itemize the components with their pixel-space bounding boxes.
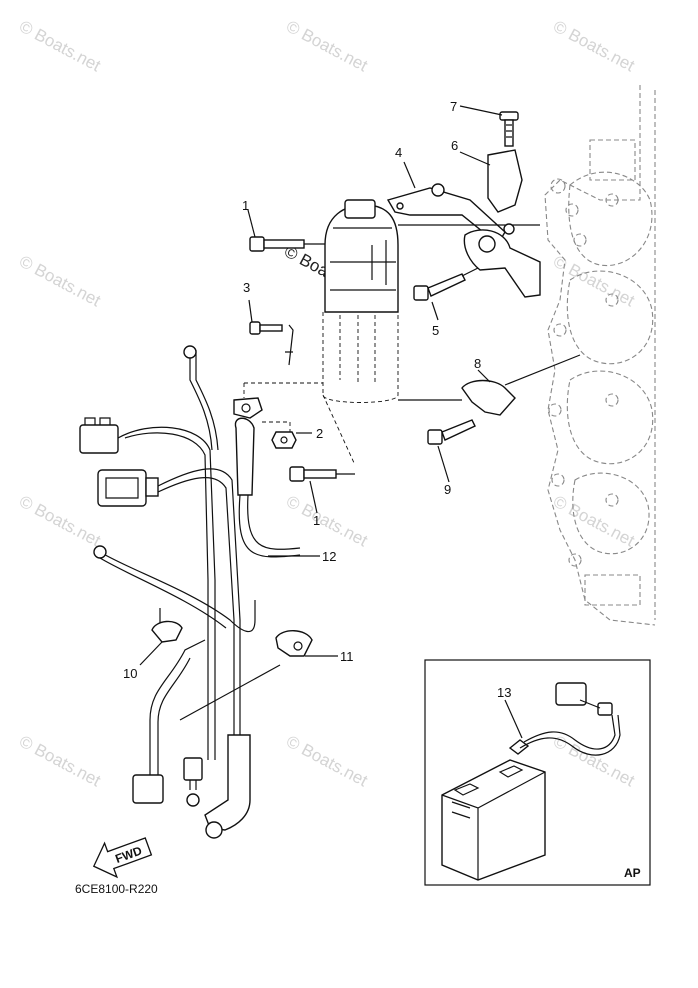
watermark-text: © Boats.net: [550, 492, 638, 551]
callout-12: 12: [322, 549, 336, 564]
callout-1-bottom: 1: [313, 513, 320, 528]
callout-3: 3: [243, 280, 250, 295]
clamp-8: [398, 354, 581, 416]
starter-motor: [322, 199, 399, 466]
bolt-1-top: [249, 236, 325, 252]
bolt-5: [413, 267, 479, 301]
watermark-text: © Boats.net: [16, 17, 104, 76]
fwd-arrow: FWD: [92, 837, 153, 879]
screw-3: [249, 321, 294, 366]
mount-clamp: [463, 229, 541, 298]
bolt-9: [427, 419, 476, 445]
callout-13: 13: [497, 685, 511, 700]
leader-lines: [139, 105, 523, 739]
inset-label: AP: [624, 866, 641, 880]
callout-8: 8: [474, 356, 481, 371]
callout-4: 4: [395, 145, 402, 160]
watermark-text: © Boats.net: [283, 17, 371, 76]
callout-10: 10: [123, 666, 137, 681]
bolt-1-bottom: [289, 466, 355, 482]
callout-6: 6: [451, 138, 458, 153]
engine-block: [544, 85, 656, 626]
watermark-text: © Boats.net: [550, 252, 638, 311]
bracket-clip: [487, 111, 523, 235]
watermark-text: © Boats.net: [283, 492, 371, 551]
watermark-text: © Boats.net: [283, 732, 371, 791]
nut-2: [271, 431, 297, 449]
watermark-text: © Boats.net: [16, 492, 104, 551]
callout-9: 9: [444, 482, 451, 497]
callout-1-top: 1: [242, 198, 249, 213]
wire-harness: [79, 345, 301, 839]
watermark-text: © Boats.net: [550, 17, 638, 76]
clip-10: [151, 620, 183, 643]
callout-5: 5: [432, 323, 439, 338]
watermark-text: © Boats.net: [16, 252, 104, 311]
diagram-code: 6CE8100-R220: [75, 882, 158, 896]
inset-box: AP: [424, 659, 651, 886]
callout-7: 7: [450, 99, 457, 114]
clip-11: [275, 630, 313, 657]
callout-11: 11: [340, 649, 354, 664]
callout-2: 2: [316, 426, 323, 441]
watermark-text: © Boats.net: [16, 732, 104, 791]
washer: [233, 397, 291, 432]
callouts: 1 2 3 4 5 6 7 8 9 1 12 10 11 13: [123, 99, 511, 700]
